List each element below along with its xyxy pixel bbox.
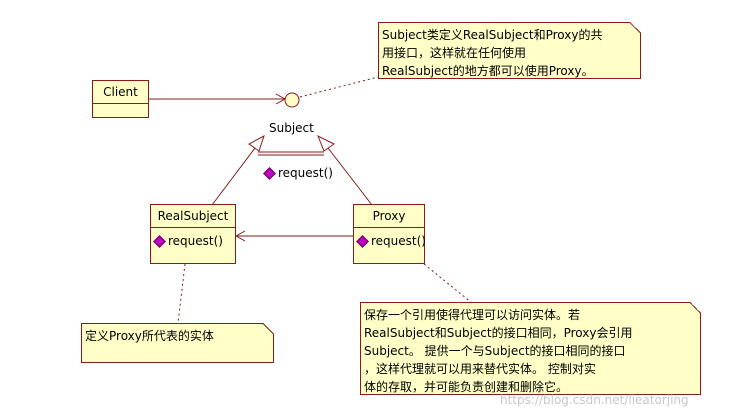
subject-operation-name: request(): [278, 166, 333, 180]
subject-operation: request(): [263, 166, 333, 180]
realsubject-generalization-arrow: [248, 134, 265, 152]
proxy-generalization-arrow: [317, 134, 335, 152]
proxy-operation-name: request(): [371, 234, 426, 248]
proxy-note-anchor: [423, 263, 473, 304]
watermark: https://blog.csdn.net/lieatorjing: [500, 393, 689, 407]
proxy-generalization-line: [327, 147, 373, 206]
subject-note[interactable]: Subject类定义RealSubject和Proxy的共 用接口，这样就在任何…: [378, 22, 641, 79]
proxy-note[interactable]: 保存一个引用使得代理可以访问实体。若 RealSubject和Subject的接…: [360, 302, 701, 395]
realsubject-operation: request(): [151, 228, 235, 248]
realsubject-note-anchor: [177, 263, 186, 324]
operation-icon: [263, 166, 276, 180]
proxy-realsubject-arrowhead: [234, 230, 246, 242]
subject-note-anchor: [299, 76, 379, 98]
subject-interface-circle: [284, 92, 300, 108]
realsubject-note[interactable]: 定义Proxy所代表的实体: [81, 323, 274, 363]
proxy-class[interactable]: Proxy request(): [353, 204, 426, 264]
client-class[interactable]: Client: [92, 80, 149, 118]
realsubject-generalization-line: [211, 147, 256, 206]
subject-interface-name[interactable]: Subject: [269, 121, 314, 135]
operation-icon: [356, 234, 369, 248]
realsubject-operation-name: request(): [168, 234, 223, 248]
realsubject-class[interactable]: RealSubject request(): [150, 204, 236, 264]
realsubject-class-name: RealSubject: [151, 205, 235, 228]
proxy-operation: request(): [354, 228, 426, 248]
client-class-name: Client: [93, 81, 148, 104]
proxy-class-name: Proxy: [354, 205, 424, 228]
operation-icon: [153, 234, 166, 248]
